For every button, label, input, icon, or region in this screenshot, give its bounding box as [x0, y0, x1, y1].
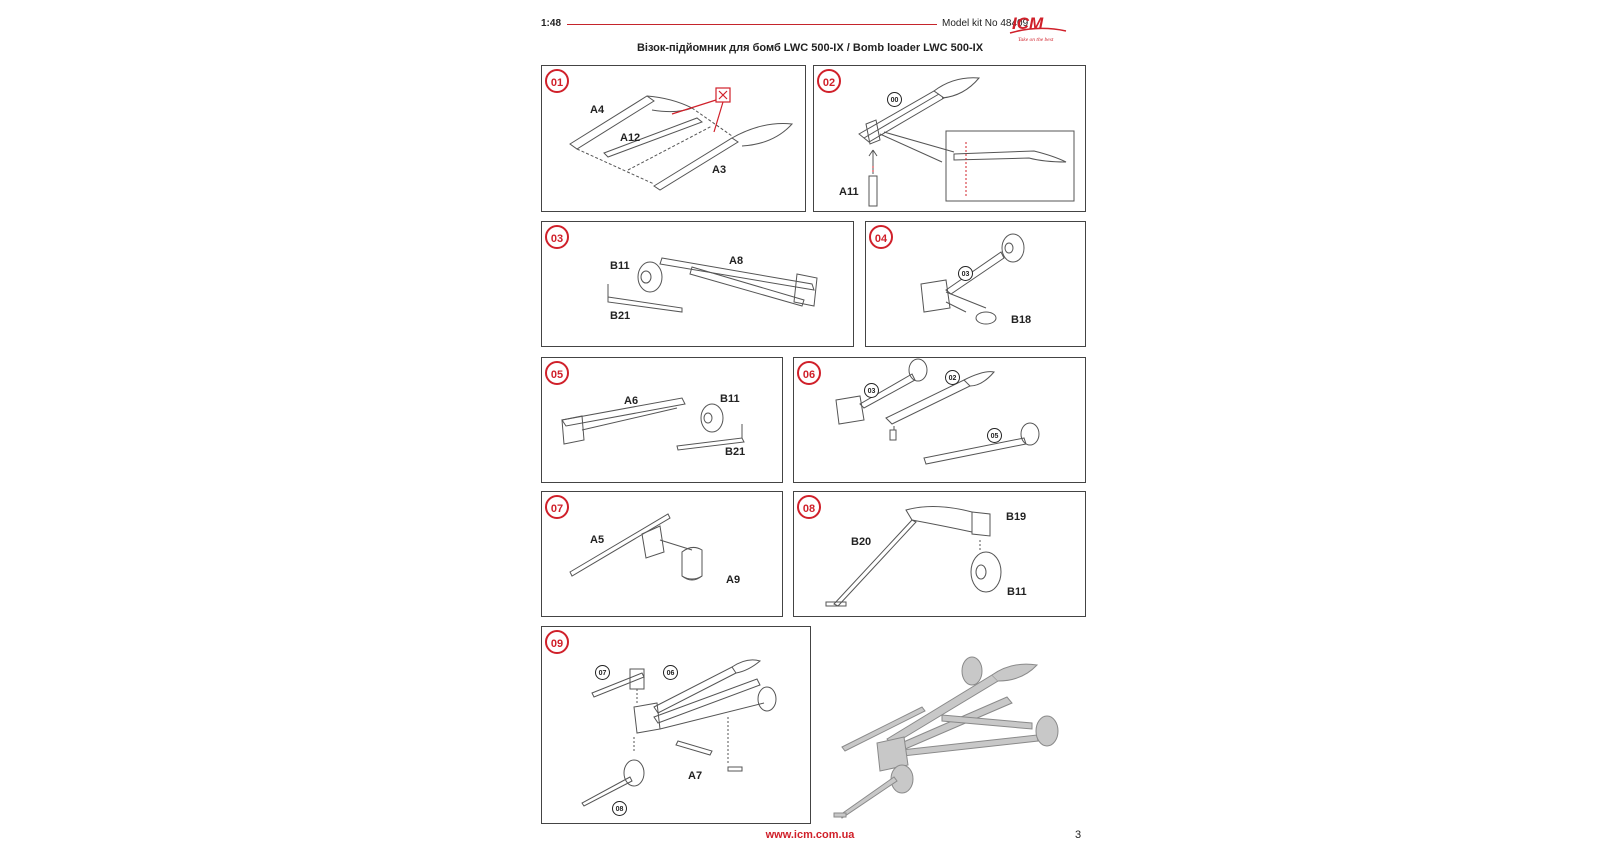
step-02-drawing: [858, 77, 1075, 207]
part-label: A6: [624, 395, 639, 407]
step-03-drawing: [607, 257, 818, 313]
header-rule: [567, 24, 937, 25]
step-panel-08: 08 B19 B20 B11: [793, 491, 1086, 617]
svg-text:Take on the best: Take on the best: [1018, 37, 1054, 43]
page-title: Візок-підйомник для бомб LWC 500-IX / Bo…: [636, 42, 984, 54]
part-label: B19: [1006, 511, 1027, 523]
assembled-render: [833, 656, 1059, 819]
step-number: 03: [545, 225, 569, 249]
step-04-drawing: [920, 233, 1025, 325]
step-07-drawing: [569, 513, 703, 581]
step-panel-06: 06 03 02 05: [793, 357, 1086, 483]
icm-logo: ICM Take on the best: [1009, 14, 1067, 43]
step-09-drawing: [581, 659, 777, 807]
step-ref-badge: 05: [987, 428, 1002, 443]
page-number: 3: [1075, 829, 1082, 841]
step-panel-09: 09 07 06 08 A7: [541, 626, 811, 824]
scale-label: 1:48: [541, 18, 562, 29]
step-ref-badge: 03: [864, 383, 879, 398]
part-label: B11: [1007, 586, 1027, 598]
part-label: A8: [729, 255, 744, 267]
part-label: A11: [839, 186, 859, 198]
step-number: 01: [545, 69, 569, 93]
step-ref-badge: 08: [612, 801, 627, 816]
step-ref-badge: 07: [595, 665, 610, 680]
part-label: A7: [688, 770, 703, 782]
kit-number: Model kit No 48409: [942, 18, 1029, 29]
part-label: A5: [590, 534, 605, 546]
step-number: 07: [545, 495, 569, 519]
step-panel-04: 04 03 B18: [865, 221, 1086, 347]
step-number: 06: [797, 361, 821, 385]
part-label: A9: [726, 574, 741, 586]
step-ref-badge: 00: [887, 92, 902, 107]
step-ref-badge: 02: [945, 370, 960, 385]
part-label: B11: [720, 393, 740, 405]
step-panel-03: 03 B11 A8 B21: [541, 221, 854, 347]
step-panel-02: 02 00 A11: [813, 65, 1086, 212]
step-number: 08: [797, 495, 821, 519]
step-08-drawing: [825, 505, 1002, 607]
step-ref-badge: 03: [958, 266, 973, 281]
step-panel-01: 01 A4 A12 A3: [541, 65, 806, 212]
step-06-drawing: [835, 358, 1040, 465]
step-number: 05: [545, 361, 569, 385]
step-number: 09: [545, 630, 569, 654]
part-label: B11: [610, 260, 630, 272]
part-label: A12: [620, 132, 641, 144]
part-label: A4: [590, 104, 605, 116]
step-panel-07: 07 A5 A9: [541, 491, 783, 617]
step-number: 02: [817, 69, 841, 93]
step-panel-05: 05 A6 B11 B21: [541, 357, 783, 483]
part-label: B18: [1011, 314, 1032, 326]
website-link[interactable]: www.icm.com.ua: [765, 829, 855, 841]
step-05-drawing: [561, 397, 745, 451]
part-label: A3: [712, 164, 727, 176]
svg-text:ICM: ICM: [1012, 14, 1044, 33]
part-label: B21: [610, 310, 631, 322]
step-01-drawing: [569, 87, 794, 191]
step-number: 04: [869, 225, 893, 249]
part-label: B20: [851, 536, 872, 548]
part-label: B21: [725, 446, 746, 458]
step-ref-badge: 06: [663, 665, 678, 680]
